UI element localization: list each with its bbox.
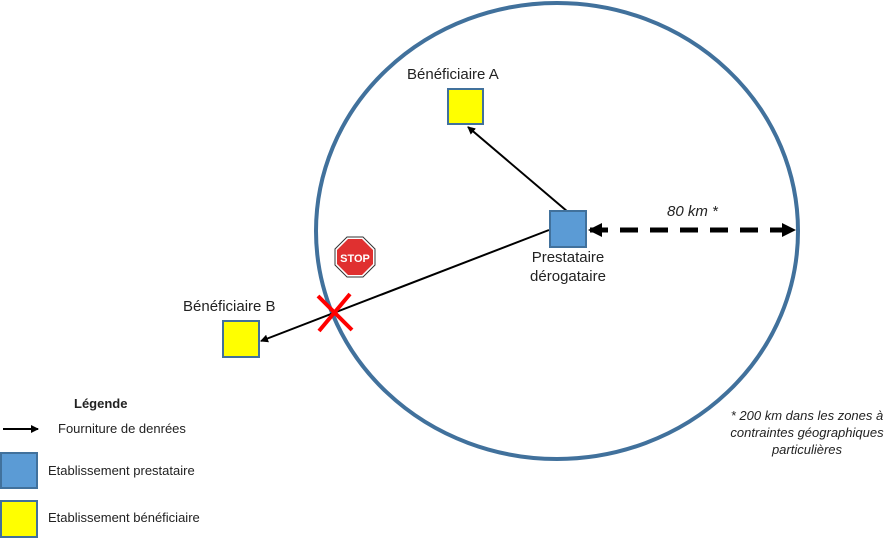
perimeter-circle [314,1,800,461]
legend-blue-square-icon [0,452,38,489]
beneficiaire-b-label: Bénéficiaire B [183,298,276,315]
legend-item-arrow-label: Fourniture de denrées [58,421,186,436]
footnote-line1: * 200 km dans les zones à [730,408,884,423]
prestataire-label-line2: dérogataire [530,268,606,285]
beneficiaire-a-box [447,88,484,125]
footnote: * 200 km dans les zones à contraintes gé… [720,407,894,458]
footnote-line2: contraintes géographiques [730,425,884,440]
legend-title: Légende [74,396,128,411]
stop-sign-text: STOP [340,253,370,265]
stop-sign-icon: STOP [334,236,376,278]
beneficiaire-a-label: Bénéficiaire A [407,66,499,83]
legend-yellow-square-icon [0,500,38,538]
radius-label: 80 km * [667,203,718,220]
arrow-to-beneficiaire-b [260,229,550,343]
prestataire-label: Prestataire dérogataire [520,248,616,286]
prestataire-label-line1: Prestataire [531,249,605,266]
legend-item-beneficiaire-label: Etablissement bénéficiaire [48,510,200,525]
footnote-line3: particulières [771,442,843,457]
arrow-to-beneficiaire-a [467,126,569,213]
beneficiaire-b-box [222,320,260,358]
red-cross-icon [316,292,354,333]
prestataire-box [549,210,587,248]
legend-item-prestataire-label: Etablissement prestataire [48,463,195,478]
